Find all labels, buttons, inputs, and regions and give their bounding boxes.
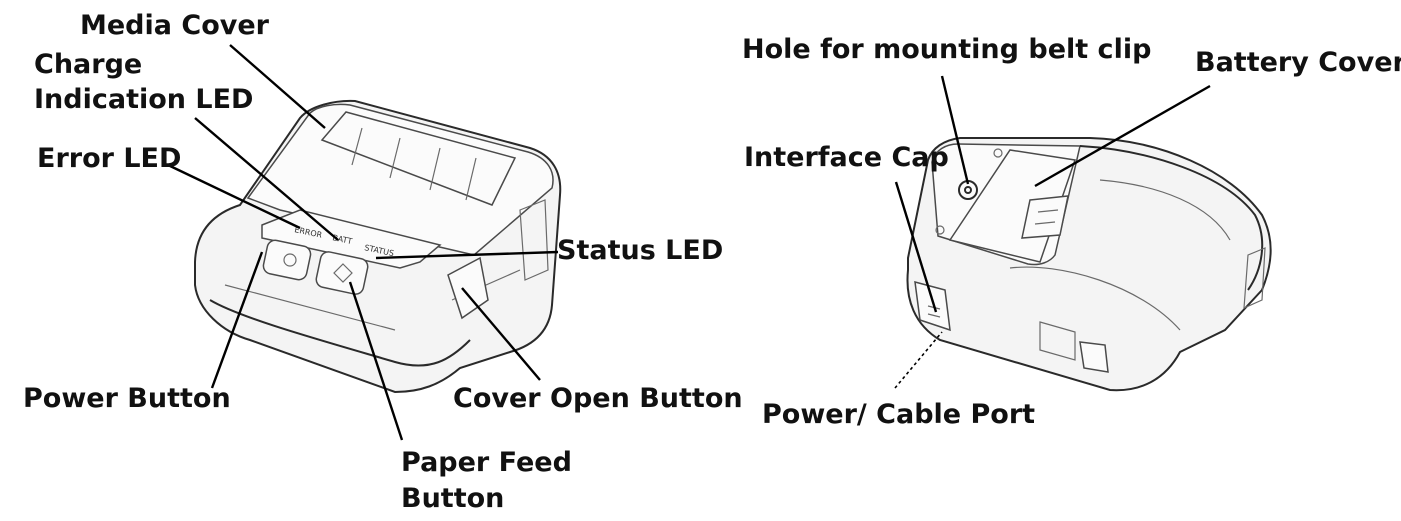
label-interface-cap: Interface Cap (744, 142, 949, 173)
label-power-cable-port: Power/ Cable Port (762, 399, 1036, 430)
label-charge-led-line2: Indication LED (34, 84, 254, 115)
label-paper-feed-line2: Button (401, 483, 505, 514)
label-cover-open-button: Cover Open Button (453, 383, 743, 414)
leader-status-led (375, 250, 559, 260)
label-status-led: Status LED (557, 235, 724, 266)
leader-cover-open (461, 287, 541, 381)
leader-paper-feed (348, 281, 404, 441)
leader-interface-cap (894, 181, 938, 313)
panel-batt-mark: BATT (332, 233, 354, 246)
leader-belt-clip-hole (940, 75, 970, 185)
leader-battery-cover (1034, 84, 1211, 188)
label-power-button: Power Button (23, 383, 231, 414)
label-charge-led-line1: Charge (34, 49, 143, 80)
label-paper-feed-line1: Paper Feed (401, 447, 572, 478)
back-printer-illustration (906, 137, 1272, 392)
leader-power-cable-port (894, 331, 943, 389)
leader-charge-led (194, 117, 339, 241)
leader-power-button (210, 251, 264, 389)
label-error-led: Error LED (37, 143, 182, 174)
label-belt-clip-hole: Hole for mounting belt clip (742, 34, 1152, 65)
leader-error-led (167, 163, 301, 230)
leader-media-cover (229, 44, 326, 129)
front-printer-illustration: ERROR BATT STATUS (194, 99, 562, 394)
label-battery-cover: Battery Cover (1195, 47, 1401, 78)
label-media-cover: Media Cover (80, 10, 269, 41)
